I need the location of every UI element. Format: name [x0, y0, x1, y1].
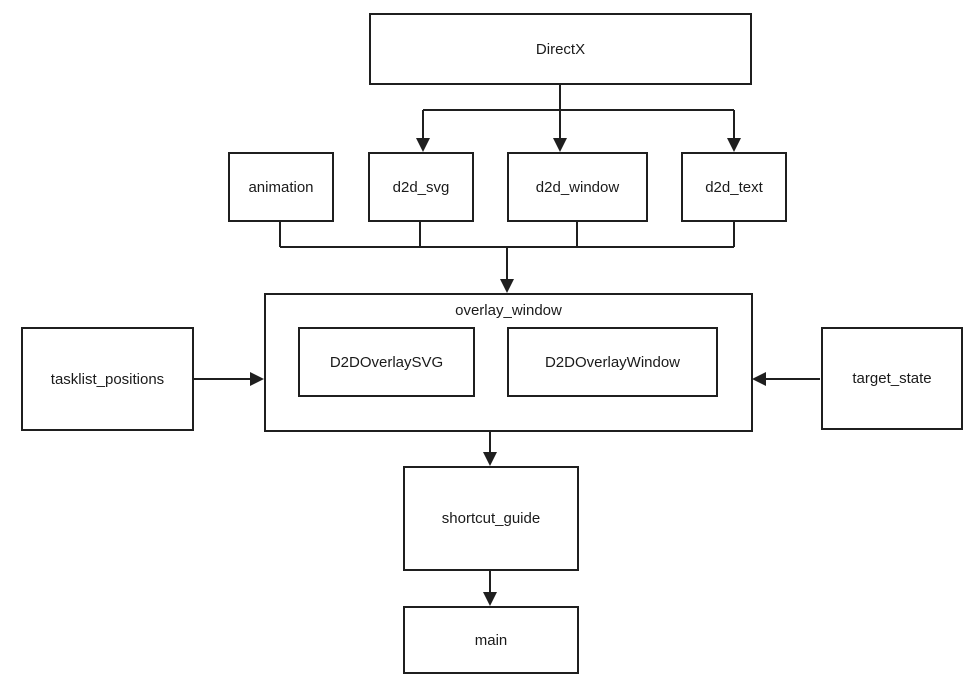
node-overlay-window-label: overlay_window	[455, 302, 562, 319]
arrowhead-from-tasklist-positions	[250, 372, 264, 386]
node-target-state: target_state	[821, 327, 963, 430]
node-d2d-overlay-window: D2DOverlayWindow	[507, 327, 718, 397]
node-d2d-overlay-svg: D2DOverlaySVG	[298, 327, 475, 397]
arrowhead-into-d2d-window	[553, 138, 567, 152]
node-directx-label: DirectX	[535, 40, 586, 58]
node-d2d-window: d2d_window	[507, 152, 648, 222]
arrowhead-from-target-state	[752, 372, 766, 386]
node-d2d-window-label: d2d_window	[535, 178, 620, 196]
node-main-label: main	[474, 631, 508, 649]
node-d2d-text-label: d2d_text	[705, 178, 763, 196]
arrowhead-into-main	[483, 592, 497, 606]
node-d2d-overlay-window-label: D2DOverlayWindow	[544, 353, 681, 371]
node-animation: animation	[228, 152, 334, 222]
node-d2d-svg: d2d_svg	[368, 152, 474, 222]
node-shortcut-guide-label: shortcut_guide	[441, 510, 541, 527]
node-directx: DirectX	[369, 13, 752, 85]
node-animation-label: animation	[248, 178, 314, 196]
node-d2d-text: d2d_text	[681, 152, 787, 222]
node-tasklist-positions: tasklist_positions	[21, 327, 194, 431]
arrowhead-into-d2d-text	[727, 138, 741, 152]
arrowhead-into-overlay-window	[500, 279, 514, 293]
node-tasklist-positions-label: tasklist_positions	[50, 370, 165, 388]
node-target-state-label: target_state	[852, 370, 932, 387]
arrowhead-into-d2d-svg	[416, 138, 430, 152]
arrowhead-into-shortcut-guide	[483, 452, 497, 466]
node-main: main	[403, 606, 579, 674]
node-shortcut-guide: shortcut_guide	[403, 466, 579, 571]
node-d2d-svg-label: d2d_svg	[392, 178, 450, 196]
node-d2d-overlay-svg-label: D2DOverlaySVG	[329, 353, 444, 371]
